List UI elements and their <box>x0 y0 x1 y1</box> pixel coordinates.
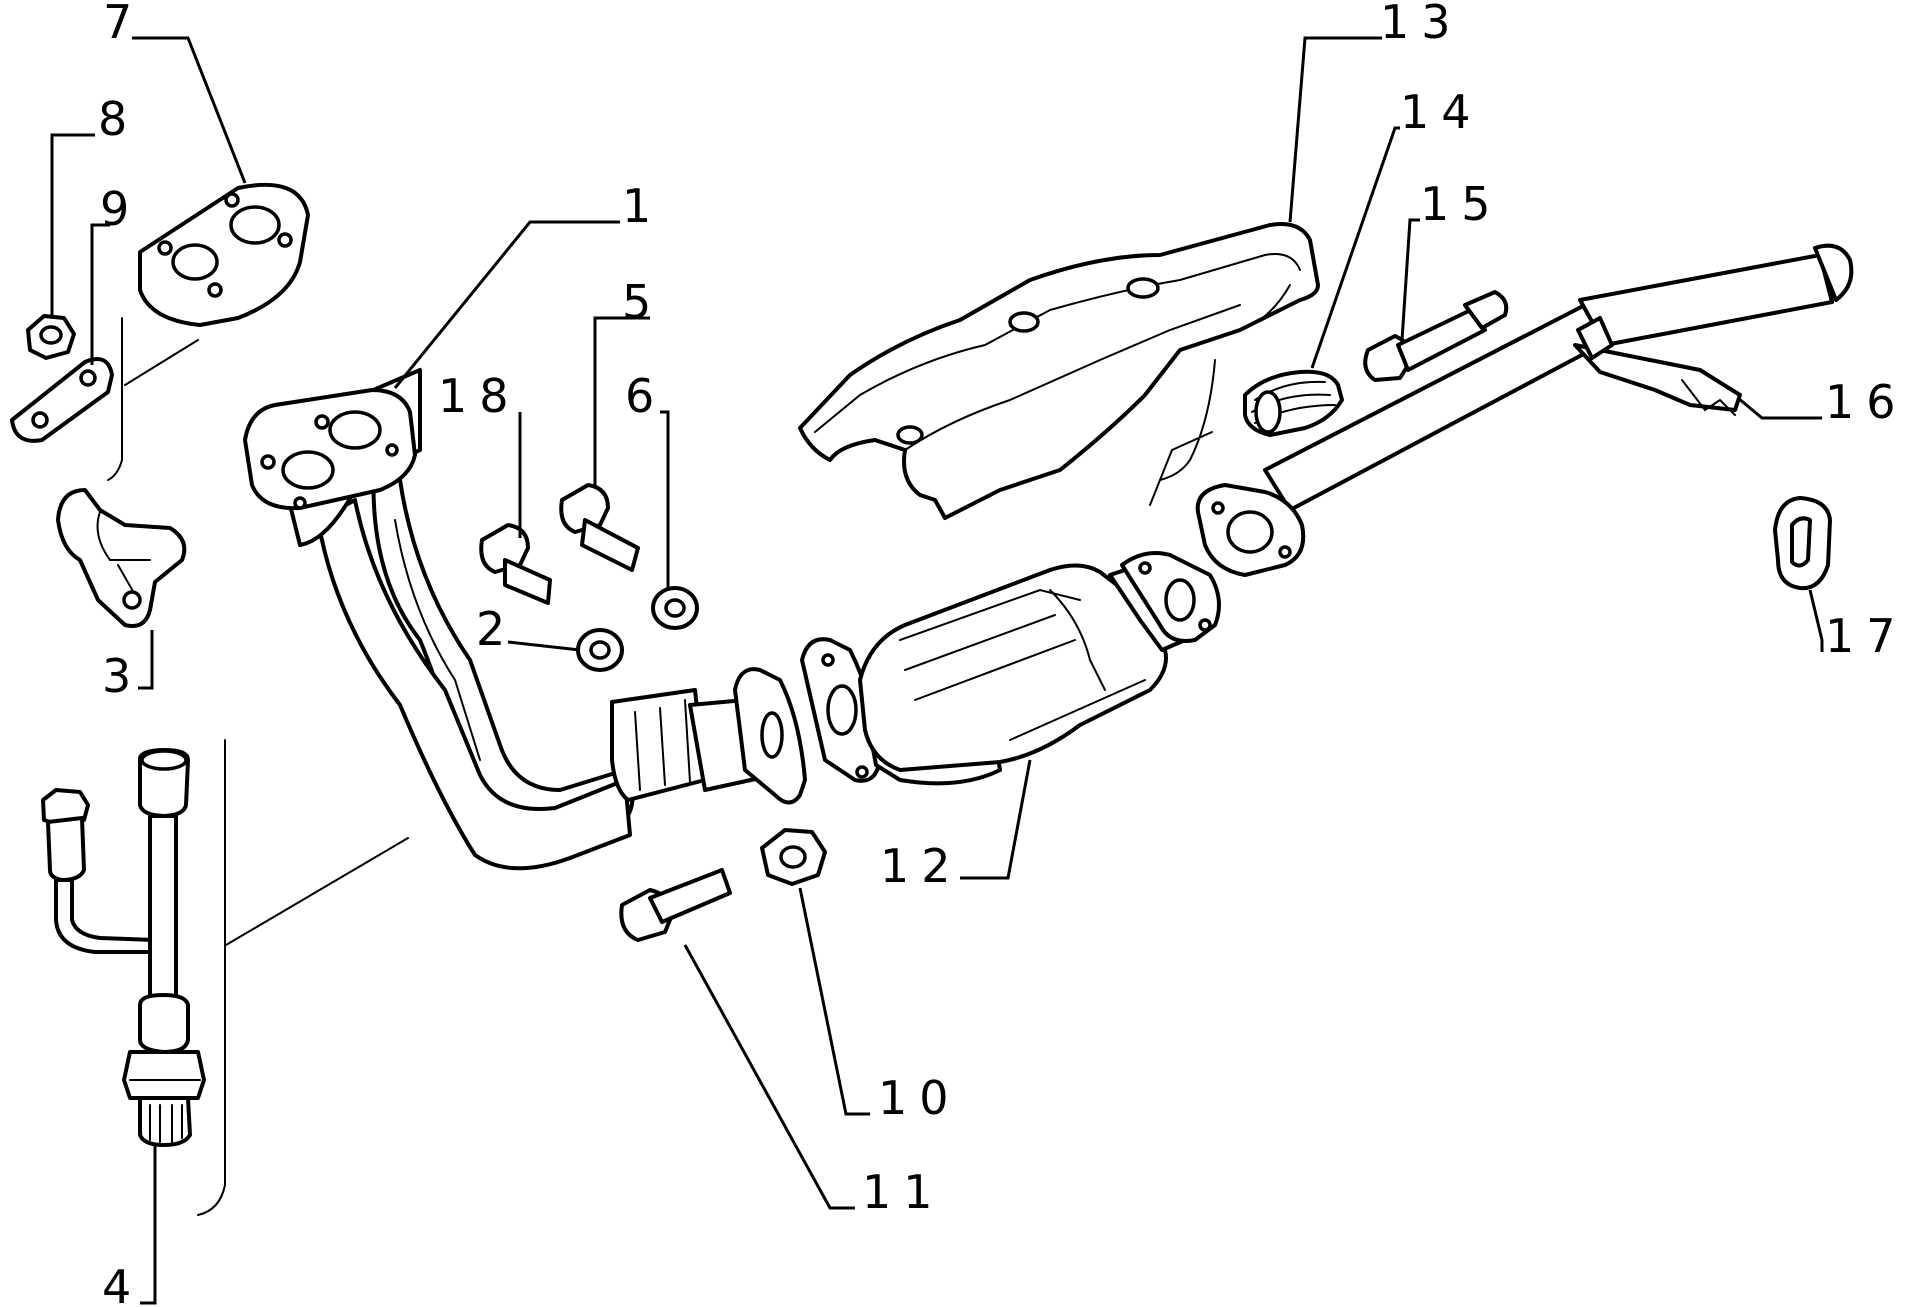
part-14-spring <box>1243 369 1344 437</box>
part-8-nut <box>26 314 76 360</box>
callout-10: 10 <box>878 1071 961 1125</box>
part-5-bolt <box>559 483 640 572</box>
leader-lines <box>50 36 1824 1305</box>
part-9-bracket-plate <box>10 357 114 443</box>
callout-14: 14 <box>1400 85 1483 139</box>
callout-18: 18 <box>438 369 521 423</box>
part-15-long-bolt <box>1363 290 1509 382</box>
callout-12: 12 <box>880 839 963 893</box>
callout-3: 3 <box>102 649 143 703</box>
part-7-manifold-gasket <box>138 182 310 327</box>
part-13-heat-shield <box>798 222 1320 520</box>
callout-7: 7 <box>103 0 144 49</box>
callout-2: 2 <box>476 602 517 656</box>
part-11-bolt <box>619 868 732 942</box>
group-bracket-8-9-3 <box>107 317 123 481</box>
part-3-mounting-bracket <box>56 488 187 628</box>
callout-labels: 7 8 9 3 4 1 5 18 6 2 13 14 15 16 17 12 1… <box>98 0 1905 1307</box>
part-6-washer <box>651 586 699 630</box>
callout-5: 5 <box>622 275 663 329</box>
part-2-washer <box>576 628 624 672</box>
part-flange-gasket <box>733 667 807 805</box>
callout-1: 1 <box>622 179 663 233</box>
part-4-oxygen-sensor <box>41 748 206 1147</box>
part-17-rubber-mount <box>1773 496 1832 591</box>
part-18-bolt <box>479 523 552 605</box>
part-12-catalytic-converter <box>800 551 1221 786</box>
callout-8: 8 <box>98 92 139 146</box>
part-1-exhaust-manifold <box>243 368 762 871</box>
callout-17: 17 <box>1825 609 1905 663</box>
callout-9: 9 <box>100 182 141 236</box>
callout-4: 4 <box>102 1260 143 1307</box>
part-16-exhaust-pipe <box>1195 243 1854 577</box>
part-10-nut <box>760 828 827 886</box>
callout-6: 6 <box>625 369 666 423</box>
callout-11: 11 <box>862 1165 945 1219</box>
callout-13: 13 <box>1380 0 1463 49</box>
callout-16: 16 <box>1825 375 1905 429</box>
callout-15: 15 <box>1420 177 1503 231</box>
